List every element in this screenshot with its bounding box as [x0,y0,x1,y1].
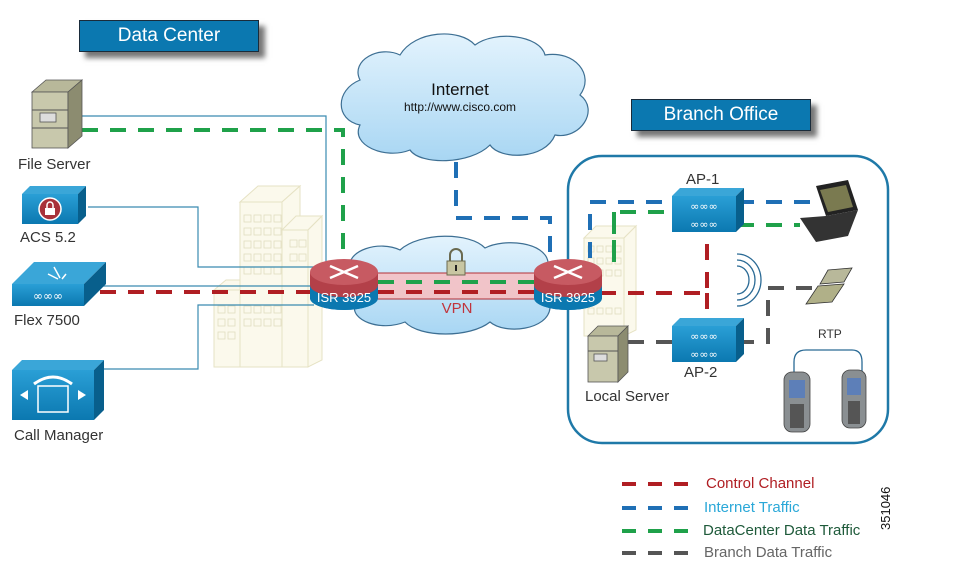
internet-url: http://www.cisco.com [403,100,517,114]
figure-id: 351046 [878,486,893,530]
ip-phone-icon [783,371,811,433]
acs-icon [22,186,86,224]
router-left-label: ISR 3925 [316,290,372,305]
flex-label: Flex 7500 [14,312,80,329]
legend-control-channel: Control Channel [706,475,815,492]
call-manager-icon [12,360,104,420]
wireless-signal-icon [736,253,762,307]
legend-datacenter-traffic: DataCenter Data Traffic [703,522,861,539]
legend-internet-traffic: Internet Traffic [704,499,800,516]
router-right-label: ISR 3925 [540,290,596,305]
svg-text:∞∞∞: ∞∞∞ [690,218,718,231]
internet-traffic-line-branch [588,200,672,258]
ap2-label: AP-2 [684,364,718,381]
vpn-label: VPN [441,300,473,317]
branch-traffic-line-phone [738,286,830,344]
file-server-icon [30,79,84,149]
ap1-icon: ∞∞∞ ∞∞∞ [672,188,744,232]
datacenter-traffic-line [82,128,345,258]
router-left-icon [310,259,378,310]
internet-cloud-icon [340,33,589,162]
internet-title: Internet [431,80,489,99]
ap1-label: AP-1 [686,171,720,188]
ap2-icon: ∞∞∞ ∞∞∞ [672,318,744,362]
legend-branch-traffic: Branch Data Traffic [704,544,833,561]
datacenter-traffic-line-branch [612,210,672,262]
vpn-tunnel [367,272,547,300]
physical-links [80,115,327,370]
branch-office-title: Branch Office [631,99,811,131]
call-manager-label: Call Manager [14,427,104,444]
rtp-link [793,349,863,374]
datacenter-building-icon [212,184,324,368]
svg-text:∞∞∞: ∞∞∞ [33,289,63,303]
control-channel-line-branch [600,238,709,295]
handheld-device-icon [805,267,853,305]
rtp-label: RTP [818,327,842,341]
file-server-label: File Server [18,156,91,173]
router-right-icon [534,259,602,310]
svg-text:∞∞∞: ∞∞∞ [690,348,718,361]
laptop-icon [800,180,858,242]
acs-label: ACS 5.2 [20,229,76,246]
building-windows [217,214,307,340]
lock-icon [446,248,466,276]
local-server-label: Local Server [585,388,670,405]
svg-text:∞∞∞: ∞∞∞ [690,200,718,213]
flex-controller-icon: ∞∞∞ [12,262,106,306]
svg-text:∞∞∞: ∞∞∞ [690,330,718,343]
local-server-icon [587,325,629,383]
internet-traffic-line [454,162,552,258]
data-center-title: Data Center [79,20,259,52]
ip-phone-icon-2 [841,369,867,429]
